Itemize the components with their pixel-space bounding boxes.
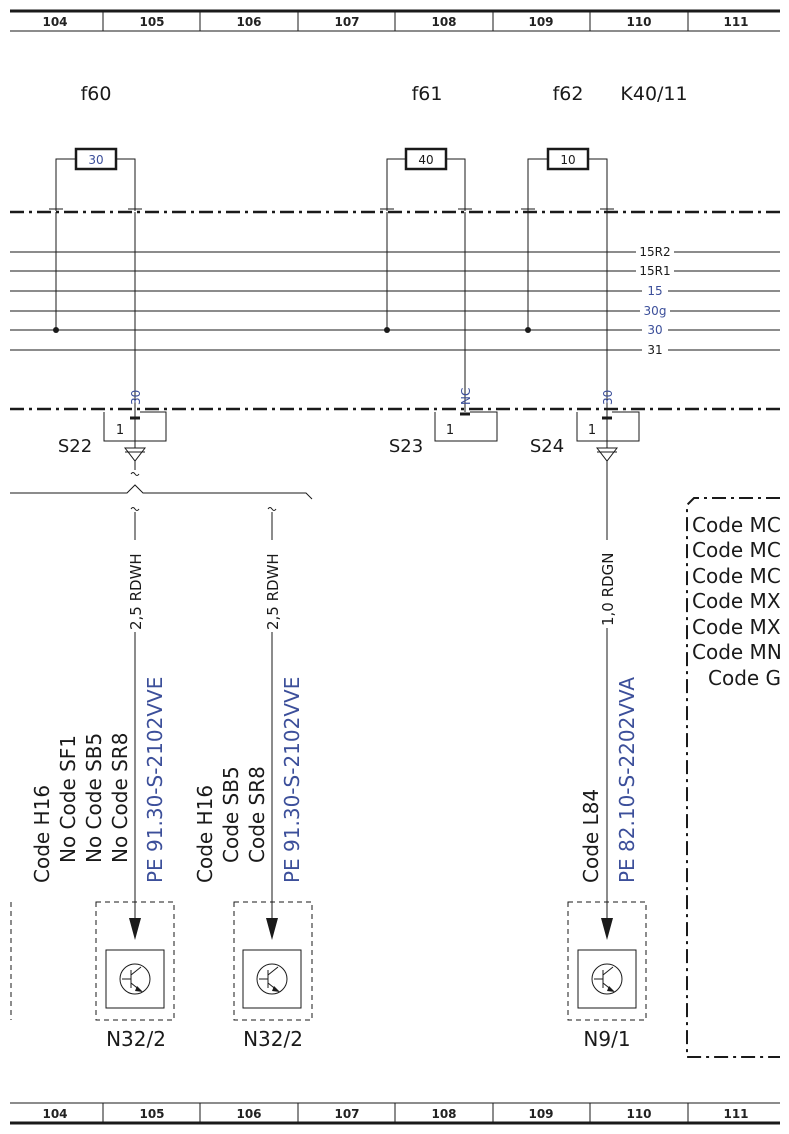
bus-bars: 15R2 15R1 15 30g 30 31 bbox=[10, 244, 780, 357]
bus-15-label: 15 bbox=[647, 284, 662, 298]
component-n32-2-a bbox=[95, 901, 175, 1021]
grid-col-111: 111 bbox=[723, 15, 748, 29]
fuse-f62: 10 bbox=[521, 147, 614, 211]
code-box-line-3: Code MC bbox=[692, 564, 781, 588]
wire-spec-3: 1,0 RDGN bbox=[599, 553, 617, 626]
grid-col-107-bottom: 107 bbox=[334, 1107, 359, 1121]
code-box-line-2: Code MC bbox=[692, 538, 781, 562]
bus-15r1-label: 15R1 bbox=[639, 264, 670, 278]
top-grid-ruler: 104 105 106 107 108 109 110 111 bbox=[10, 9, 780, 32]
bus-15r2-label: 15R2 bbox=[639, 245, 670, 259]
bus-30-label: 30 bbox=[647, 323, 662, 337]
connector-s23-pin: 1 bbox=[446, 423, 454, 438]
connector-s22-pin: 1 bbox=[116, 423, 124, 438]
wire-spec-2: 2,5 RDWH bbox=[264, 553, 282, 630]
grid-col-105-bottom: 105 bbox=[139, 1107, 164, 1121]
component-n9-1-label: N9/1 bbox=[583, 1027, 630, 1051]
code-box-line-4: Code MX bbox=[692, 589, 781, 613]
grid-col-104: 104 bbox=[42, 15, 67, 29]
fuse-f62-label: f62 bbox=[553, 83, 584, 105]
fuse-f60-label: f60 bbox=[81, 83, 112, 105]
branch1-code-2: No Code SF1 bbox=[56, 735, 80, 863]
connector-s22-label: S22 bbox=[58, 436, 92, 457]
connector-s24: 1 bbox=[576, 411, 640, 462]
connector-s24-pin: 1 bbox=[588, 423, 596, 438]
fuse-f61-label: f61 bbox=[412, 83, 443, 105]
code-box-line-5: Code MX bbox=[692, 615, 781, 639]
branch3-code-1: Code L84 bbox=[579, 789, 603, 883]
wire-branch-3 bbox=[601, 461, 613, 940]
bottom-grid-ruler: 104 105 106 107 108 109 110 111 bbox=[10, 1102, 780, 1125]
wire-spec-1: 2,5 RDWH bbox=[127, 553, 145, 630]
bus-31-label: 31 bbox=[647, 343, 662, 357]
branch2-code-2: Code SB5 bbox=[219, 766, 243, 863]
code-box-line-7: Code G bbox=[708, 666, 781, 690]
grid-col-110-bottom: 110 bbox=[626, 1107, 651, 1121]
branch2-part-number: PE 91.30-S-2102VVE bbox=[280, 677, 304, 883]
component-n32-2-b bbox=[233, 901, 313, 1021]
component-n32-2-b-label: N32/2 bbox=[243, 1027, 303, 1051]
component-n32-2-a-label: N32/2 bbox=[106, 1027, 166, 1051]
branch1-code-1: Code H16 bbox=[30, 785, 54, 883]
grid-col-107: 107 bbox=[334, 15, 359, 29]
bus-30g-label: 30g bbox=[644, 304, 667, 318]
grid-col-110: 110 bbox=[626, 15, 651, 29]
pin-s23-label: NC bbox=[459, 388, 473, 405]
fuse-f60-rating: 30 bbox=[88, 153, 103, 167]
component-n9-1 bbox=[567, 901, 647, 1021]
grid-col-105: 105 bbox=[139, 15, 164, 29]
grid-col-104-bottom: 104 bbox=[42, 1107, 67, 1121]
branch1-part-number: PE 91.30-S-2102VVE bbox=[143, 677, 167, 883]
branch1-code-4: No Code SR8 bbox=[108, 733, 132, 863]
relay-k40-11-label: K40/11 bbox=[620, 83, 687, 105]
connector-s24-label: S24 bbox=[530, 436, 564, 457]
grid-col-106: 106 bbox=[236, 15, 261, 29]
connector-s23-label: S23 bbox=[389, 436, 423, 457]
fuse-f62-rating: 10 bbox=[560, 153, 575, 167]
branch2-code-3: Code SR8 bbox=[245, 766, 269, 863]
fuse-drops bbox=[53, 212, 608, 420]
fuse-f60: 30 bbox=[49, 147, 142, 211]
branch3-part-number: PE 82.10-S-2202VVA bbox=[615, 677, 639, 883]
grid-col-106-bottom: 106 bbox=[236, 1107, 261, 1121]
connector-s23: 1 bbox=[434, 411, 498, 442]
fuse-f61-rating: 40 bbox=[418, 153, 433, 167]
pin-s22-label: 30 bbox=[129, 390, 143, 405]
grid-col-108: 108 bbox=[431, 15, 456, 29]
code-box-line-1: Code MC bbox=[692, 513, 781, 537]
connector-s22: 1 bbox=[103, 411, 167, 462]
branch2-code-1: Code H16 bbox=[193, 785, 217, 883]
branch1-code-3: No Code SB5 bbox=[82, 733, 106, 863]
pin-s24-label: 30 bbox=[601, 390, 615, 405]
grid-col-109-bottom: 109 bbox=[528, 1107, 553, 1121]
splice-bracket bbox=[10, 461, 313, 500]
grid-col-111-bottom: 111 bbox=[723, 1107, 748, 1121]
grid-col-108-bottom: 108 bbox=[431, 1107, 456, 1121]
fuse-f61: 40 bbox=[380, 147, 472, 211]
code-box: Code MC Code MC Code MC Code MX Code MX … bbox=[686, 497, 782, 1058]
grid-col-109: 109 bbox=[528, 15, 553, 29]
code-box-line-6: Code MN bbox=[692, 640, 782, 664]
